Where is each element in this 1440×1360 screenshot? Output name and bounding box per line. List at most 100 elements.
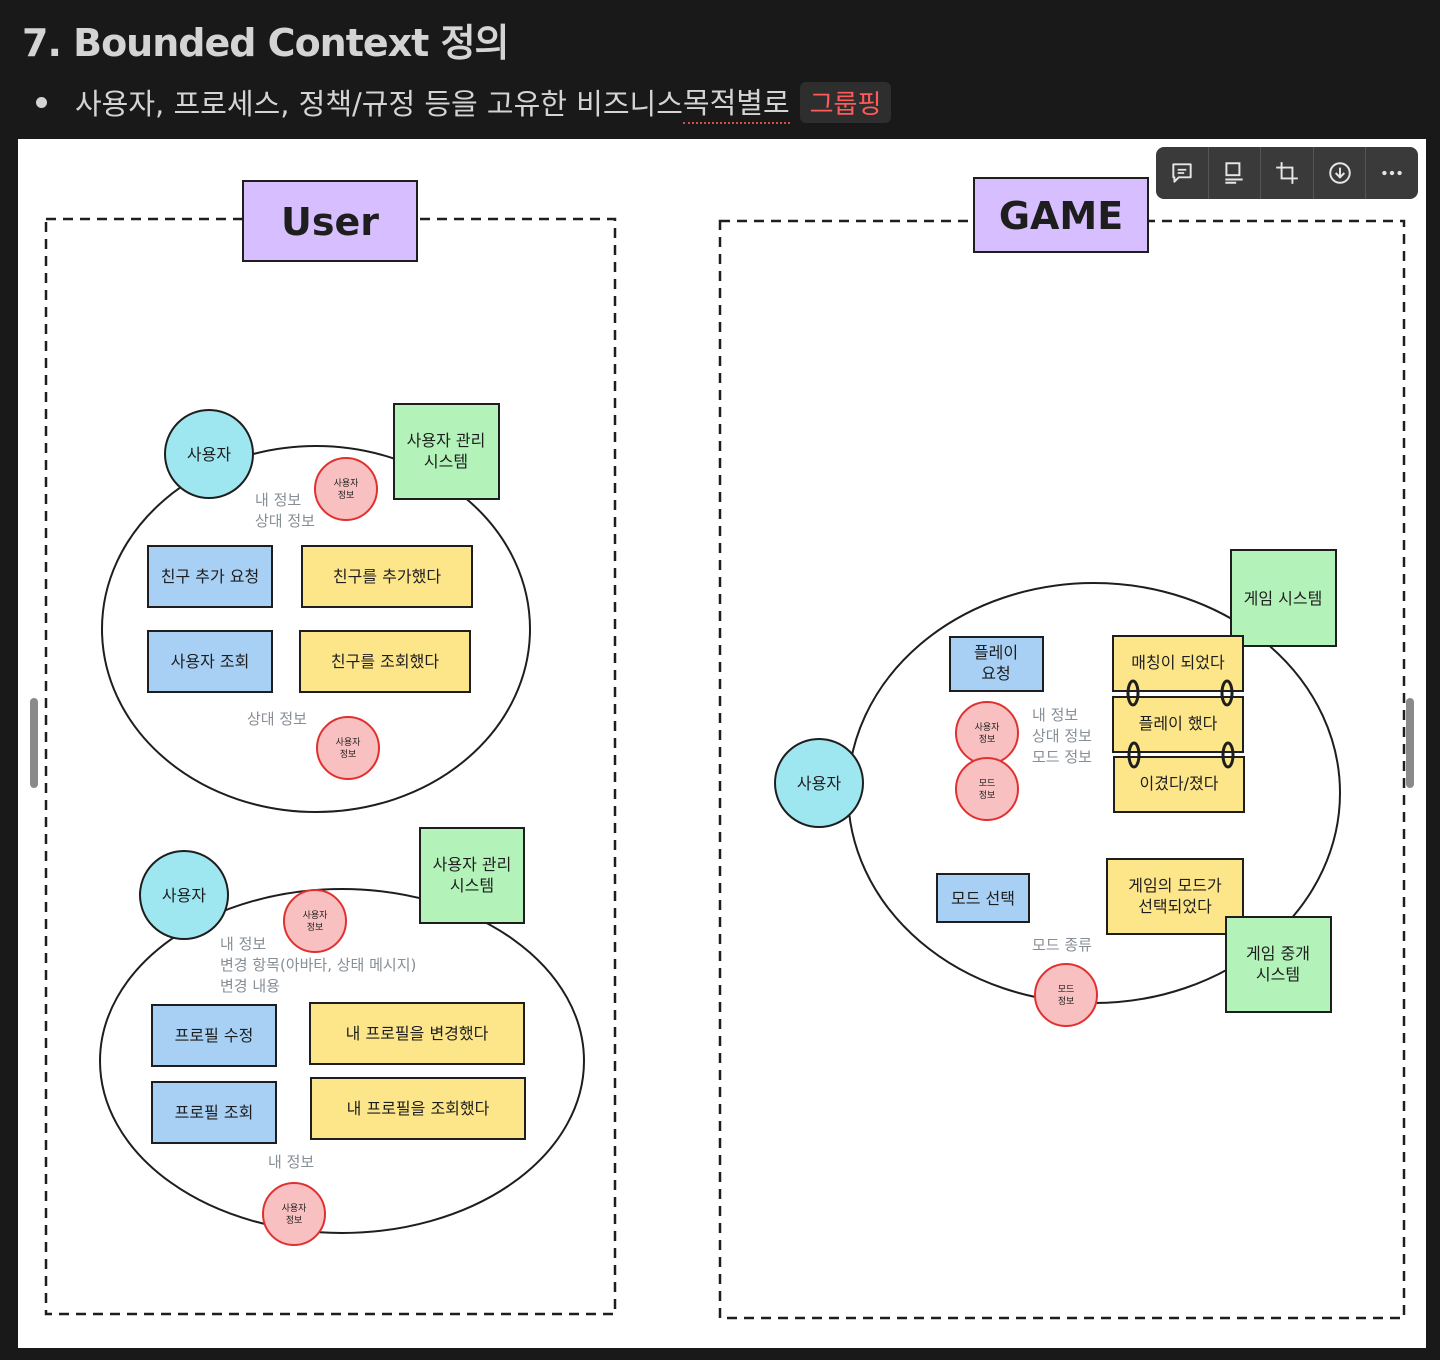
more-button[interactable] (1366, 147, 1418, 199)
user-group2-command-1 (151, 1004, 277, 1067)
bounded-context-diagram: User 사용자 사용자 관리 시스템 사용자 정보 내 정보 상대 정보 친구… (44, 177, 1406, 1320)
user-group2-command-2 (151, 1081, 277, 1144)
user-group1-event-2-label: 친구를 조회했다 (331, 652, 439, 671)
more-icon (1382, 170, 1402, 176)
game-policy-user (955, 701, 1019, 765)
user-group2-info-line3: 변경 내용 (220, 977, 280, 995)
user-group1-event-1-label: 친구를 추가했다 (333, 567, 441, 586)
user-group1-system-line2: 시스템 (424, 452, 468, 471)
game-context-title: GAME (999, 194, 1123, 238)
game-info-mode: 모드 종류 (1032, 936, 1092, 954)
user-group1-policy (314, 457, 378, 521)
bullet-dot (36, 96, 47, 108)
user-group1-policy-bottom-line1: 사용자 (336, 737, 362, 748)
game-relay-system-line2: 시스템 (1256, 965, 1300, 984)
page-title: 7. Bounded Context 정의 (22, 21, 509, 65)
user-group2-ellipse (99, 888, 585, 1234)
game-event-link-left-2 (1127, 741, 1141, 769)
user-context-boundary (44, 217, 617, 1316)
game-event-1-label: 매칭이 되었다 (1131, 653, 1225, 672)
game-policy-user-line1: 사용자 (975, 722, 1001, 733)
diagram-image[interactable]: User 사용자 사용자 관리 시스템 사용자 정보 내 정보 상대 정보 친구… (18, 139, 1426, 1348)
user-group2-info-line1: 내 정보 (220, 935, 266, 953)
game-relay-system-line1: 게임 중개 (1246, 944, 1310, 963)
user-group2-policy-bottom-line1: 사용자 (282, 1203, 308, 1214)
user-group2-system-line2: 시스템 (450, 876, 494, 895)
user-group1-info-bottom: 상대 정보 (247, 710, 307, 728)
user-group1-info-line2: 상대 정보 (255, 512, 315, 530)
game-event-2-label: 플레이 했다 (1139, 714, 1218, 733)
game-actor-label: 사용자 (797, 774, 841, 793)
game-system (1230, 549, 1337, 647)
bullet-item: 사용자, 프로세스, 정책/규정 등을 고유한 비즈니스 목적별로 그룹핑 (36, 80, 892, 124)
game-info-line3: 모드 정보 (1032, 748, 1092, 766)
game-info-line2: 상대 정보 (1032, 727, 1092, 745)
game-event-link-right-2 (1221, 741, 1235, 769)
user-group1-command-2 (147, 630, 273, 693)
game-policy-mode-bottom (1034, 963, 1098, 1027)
resize-handle-right[interactable] (1406, 698, 1414, 788)
user-group1-command-1-label: 친구 추가 요청 (161, 567, 260, 586)
user-group1-ellipse (101, 445, 531, 813)
user-context-title: User (281, 200, 379, 244)
user-group2-event-2 (310, 1077, 526, 1140)
user-group1-actor (164, 409, 254, 499)
user-group1-info-line1: 내 정보 (255, 491, 301, 509)
user-group2-command-2-label: 프로필 조회 (175, 1103, 254, 1122)
user-group2-info-line2: 변경 항목(아바타, 상태 메시지) (220, 956, 416, 974)
game-policy-mode (955, 757, 1019, 821)
game-command-mode-label: 모드 선택 (951, 889, 1015, 908)
game-command-play (949, 636, 1044, 692)
resize-handle-left[interactable] (30, 698, 38, 788)
crop-button[interactable] (1261, 147, 1314, 199)
image-toolbar (1156, 147, 1418, 199)
comment-button[interactable] (1156, 147, 1209, 199)
game-policy-mode-line1: 모드 (979, 779, 996, 789)
user-group1-system (393, 403, 500, 500)
user-group2-event-1-label: 내 프로필을 변경했다 (346, 1024, 489, 1043)
game-policy-mode-bottom-line2: 정보 (1058, 996, 1075, 1007)
user-group2-command-1-label: 프로필 수정 (175, 1026, 254, 1045)
user-group1-command-2-label: 사용자 조회 (171, 652, 250, 671)
user-group2-policy-line1: 사용자 (303, 910, 329, 921)
user-group1-command-1 (147, 545, 273, 608)
user-group1-policy-bottom (316, 716, 380, 780)
inline-code-chip: 그룹핑 (799, 81, 892, 123)
user-group2-policy-bottom (262, 1182, 326, 1246)
user-group1-system-line1: 사용자 관리 (407, 431, 486, 450)
user-group2-info-bottom: 내 정보 (268, 1153, 314, 1171)
game-policy-mode-bottom-line1: 모드 (1058, 985, 1075, 995)
download-icon (1328, 162, 1351, 184)
game-event-link-right-1 (1220, 679, 1234, 707)
bullet-underlined-text: 목적별로 (682, 80, 790, 124)
caption-button[interactable] (1209, 147, 1262, 199)
user-group1-actor-label: 사용자 (187, 445, 231, 464)
game-event-3-label: 이겼다/졌다 (1140, 774, 1219, 793)
crop-icon (1276, 162, 1298, 184)
game-event-mode-line2: 선택되었다 (1138, 897, 1212, 916)
user-group1-policy-line1: 사용자 (334, 478, 360, 489)
bullet-text: 사용자, 프로세스, 정책/규정 등을 고유한 비즈니스 (75, 87, 683, 121)
user-context-title-box (242, 180, 418, 262)
user-group2-actor-label: 사용자 (162, 886, 206, 905)
game-event-mode-line1: 게임의 모드가 (1128, 876, 1222, 895)
user-group2-policy-bottom-line2: 정보 (286, 1215, 303, 1226)
game-relay-system (1225, 916, 1332, 1013)
game-command-play-line1: 플레이 (974, 643, 1018, 662)
user-group2-actor (139, 850, 229, 940)
game-policy-user-line2: 정보 (979, 734, 996, 745)
user-group2-policy (283, 889, 347, 953)
user-group1-policy-line2: 정보 (338, 490, 355, 501)
game-command-play-line2: 요청 (981, 664, 1010, 683)
user-group2-policy-line2: 정보 (307, 922, 324, 933)
game-system-label: 게임 시스템 (1244, 589, 1323, 608)
user-group2-system (419, 827, 525, 924)
game-context-title-box (973, 177, 1149, 253)
user-group2-event-1 (309, 1002, 525, 1065)
user-group1-event-1 (301, 545, 473, 608)
download-button[interactable] (1314, 147, 1367, 199)
user-group1-event-2 (299, 630, 471, 693)
game-info-line1: 내 정보 (1032, 706, 1078, 724)
game-policy-mode-line2: 정보 (979, 790, 996, 801)
user-group2-event-2-label: 내 프로필을 조회했다 (347, 1099, 490, 1118)
